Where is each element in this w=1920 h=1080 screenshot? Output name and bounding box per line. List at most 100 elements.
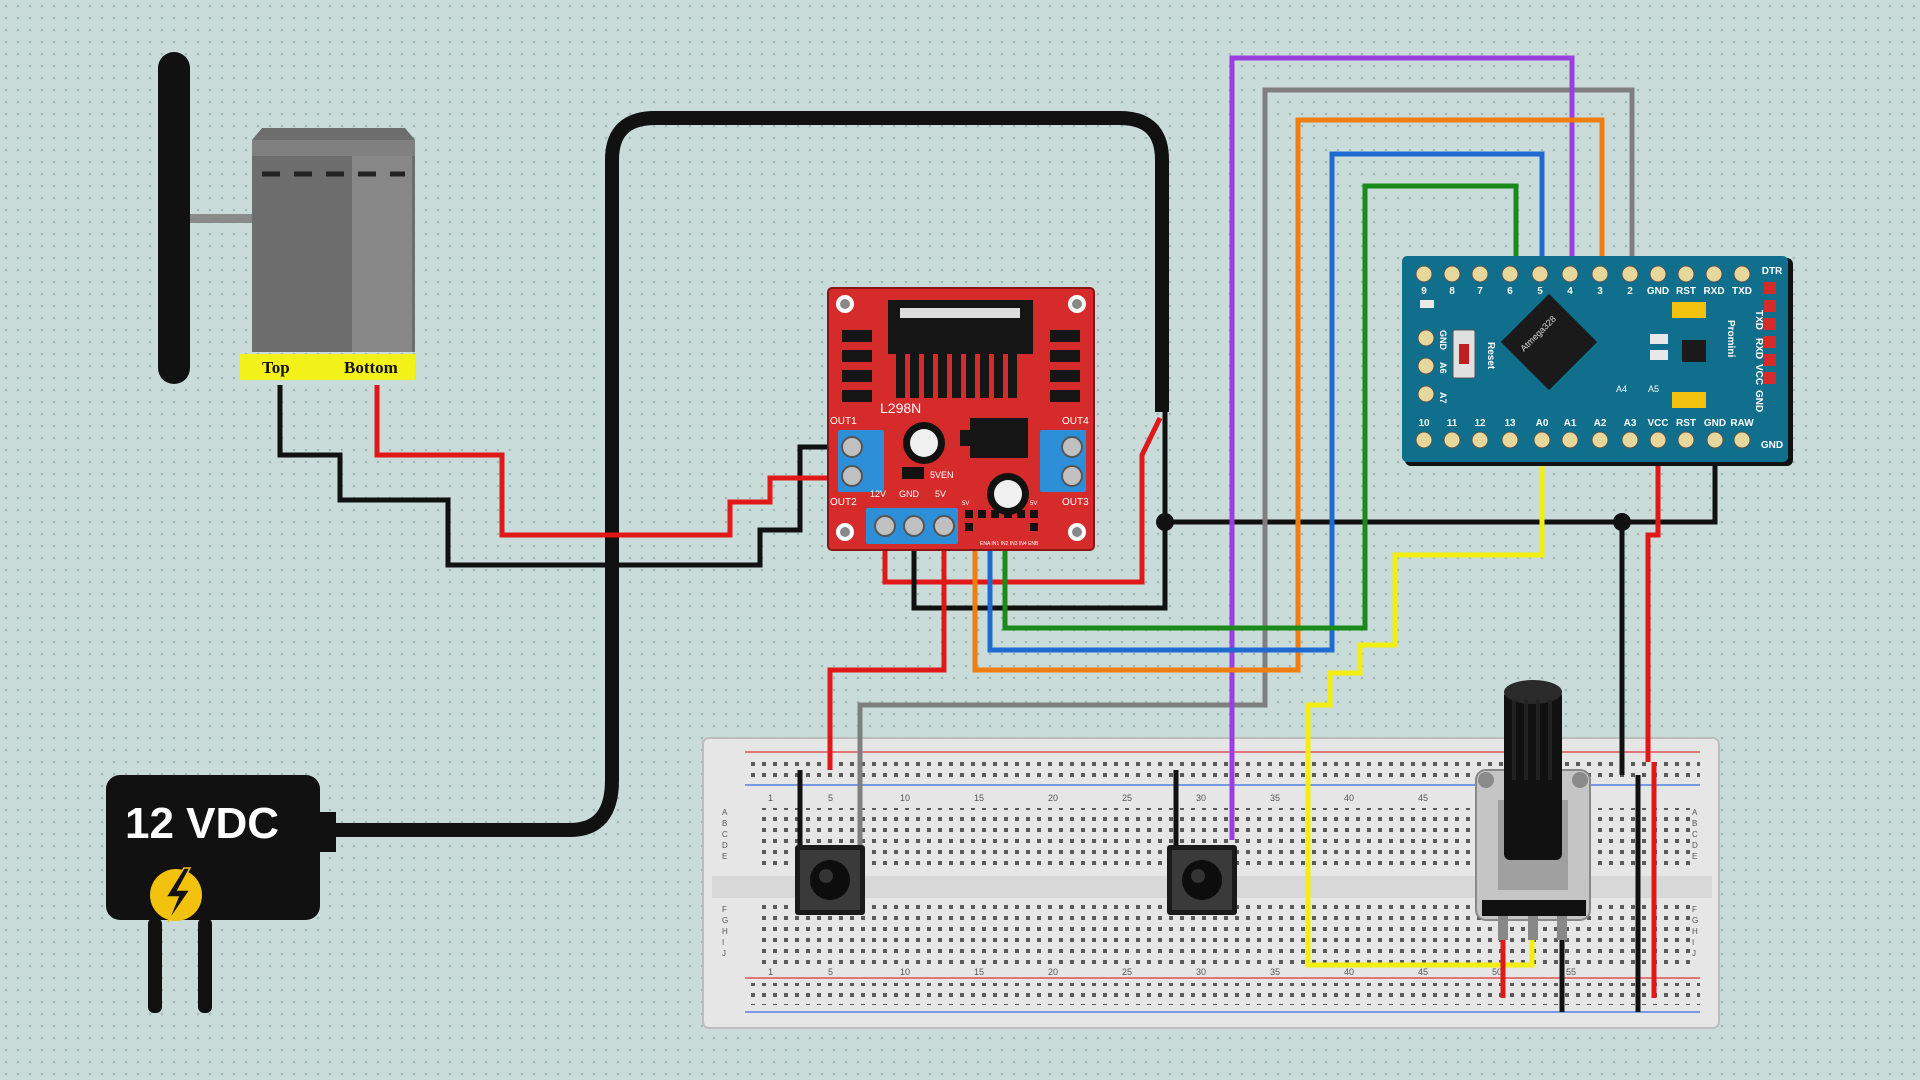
terminal-plate xyxy=(240,354,415,380)
row-label: I xyxy=(722,938,724,947)
l298n-driver: L298N 5VEN OUT1 OUT2 OUT4 OUT3 12V GND 5… xyxy=(827,287,1095,551)
pin-label: 7 xyxy=(1477,286,1483,297)
pin-label: RST xyxy=(1676,286,1696,297)
junction-dot xyxy=(1156,513,1174,531)
serial-header xyxy=(1764,282,1776,384)
pin-label: 9 xyxy=(1421,286,1427,297)
row-label: D xyxy=(722,841,728,850)
top-pin-row xyxy=(1415,265,1751,283)
col-label: 15 xyxy=(974,793,984,803)
left-pin-label: A6 xyxy=(1438,362,1448,374)
voltage-regulator xyxy=(970,418,1028,458)
col-label: 50 xyxy=(1492,967,1502,977)
out1-label: OUT1 xyxy=(830,416,857,427)
voltage-label: 12 VDC xyxy=(125,799,279,848)
pin-label: 5 xyxy=(1537,286,1543,297)
12v-label: 12V xyxy=(870,489,886,499)
wires xyxy=(277,55,1718,1012)
col-label: 20 xyxy=(1048,793,1058,803)
wire-5v-red xyxy=(827,540,947,770)
atmega-chip xyxy=(1500,293,1598,391)
reset-label: Reset xyxy=(1485,342,1496,370)
pin-label: GND xyxy=(1647,286,1669,297)
row-label: H xyxy=(1692,927,1698,936)
dc-motor: Top Bottom xyxy=(158,52,415,384)
junction-dot xyxy=(1613,513,1631,531)
wire-motor-red xyxy=(374,385,845,538)
wheel xyxy=(158,52,190,384)
col-label: 55 xyxy=(1566,967,1576,977)
a5-label: A5 xyxy=(1648,384,1659,394)
col-label: 20 xyxy=(1048,967,1058,977)
power-cable xyxy=(322,111,1169,837)
wire-12v-red xyxy=(882,416,1163,585)
pin-label: 4 xyxy=(1567,286,1573,297)
plug-prong-right xyxy=(198,918,212,1013)
col-label: 1 xyxy=(768,793,773,803)
wire-green xyxy=(1002,183,1519,631)
dtr-label: DTR xyxy=(1762,266,1783,277)
col-label: 30 xyxy=(1196,793,1206,803)
enb-5v-label: 5V xyxy=(1030,501,1037,507)
pin-label: VCC xyxy=(1647,418,1668,429)
plug-prong-left xyxy=(148,918,162,1013)
pin-label: 12 xyxy=(1474,418,1486,429)
row-label: I xyxy=(1692,938,1694,947)
potentiometer xyxy=(1475,680,1591,940)
row-label: C xyxy=(1692,830,1698,839)
col-label: 45 xyxy=(1418,793,1428,803)
col-label: 30 xyxy=(1196,967,1206,977)
wire-vcc-red xyxy=(1645,440,1661,762)
a4-label: A4 xyxy=(1616,384,1627,394)
inputs-label: ENA IN1 IN2 IN3 IN4 ENB xyxy=(980,541,1039,547)
5ven-label: 5VEN xyxy=(930,470,954,480)
right-pin-label: VCC xyxy=(1753,364,1764,385)
5v-label: 5V xyxy=(935,489,946,499)
wire-blue xyxy=(987,151,1545,653)
right-pin-label: TXD xyxy=(1753,310,1764,330)
col-label: 1 xyxy=(768,967,773,977)
motor-shaft xyxy=(190,214,252,223)
col-label: 40 xyxy=(1344,793,1354,803)
pin-label: TXD xyxy=(1732,286,1752,297)
pin-label: RAW xyxy=(1730,418,1754,429)
row-label: B xyxy=(722,819,727,828)
row-label: D xyxy=(1692,841,1698,850)
col-label: 15 xyxy=(974,967,984,977)
wire-gray xyxy=(857,87,1635,860)
out2-label: OUT2 xyxy=(830,497,857,508)
pin-label: 8 xyxy=(1449,286,1455,297)
pin-label: 10 xyxy=(1418,418,1430,429)
wire-yellow xyxy=(1305,440,1545,968)
col-label: 45 xyxy=(1418,967,1428,977)
right-pin-label: RXD xyxy=(1753,338,1764,359)
pin-label: 6 xyxy=(1507,286,1513,297)
row-label: B xyxy=(1692,819,1697,828)
row-label: G xyxy=(722,916,728,925)
row-label: J xyxy=(722,949,726,958)
col-label: 25 xyxy=(1122,793,1132,803)
out3-label: OUT3 xyxy=(1062,497,1089,508)
pin-label: A2 xyxy=(1594,418,1607,429)
wire-orange xyxy=(972,117,1605,673)
row-label: E xyxy=(1692,852,1697,861)
wire-gnd-black-driver xyxy=(911,522,1168,611)
rail-holes-bottom xyxy=(745,983,1700,1005)
gnd-right-label: GND xyxy=(1761,440,1783,451)
col-label: 35 xyxy=(1270,967,1280,977)
wire-gnd-bus xyxy=(1165,445,1718,525)
lightning-bolt-icon xyxy=(164,867,192,923)
wire-purple xyxy=(1229,55,1575,840)
gnd-label: GND xyxy=(899,489,920,499)
push-button-1 xyxy=(795,845,865,915)
pin-label: A3 xyxy=(1624,418,1637,429)
row-label: G xyxy=(1692,916,1698,925)
row-label: C xyxy=(722,830,728,839)
row-label: A xyxy=(722,808,728,817)
push-button-2 xyxy=(1167,845,1237,915)
bottom-pin-row xyxy=(1415,431,1751,449)
col-label: 40 xyxy=(1344,967,1354,977)
pin-label: 2 xyxy=(1627,286,1633,297)
left-pin-label: A7 xyxy=(1438,392,1448,404)
